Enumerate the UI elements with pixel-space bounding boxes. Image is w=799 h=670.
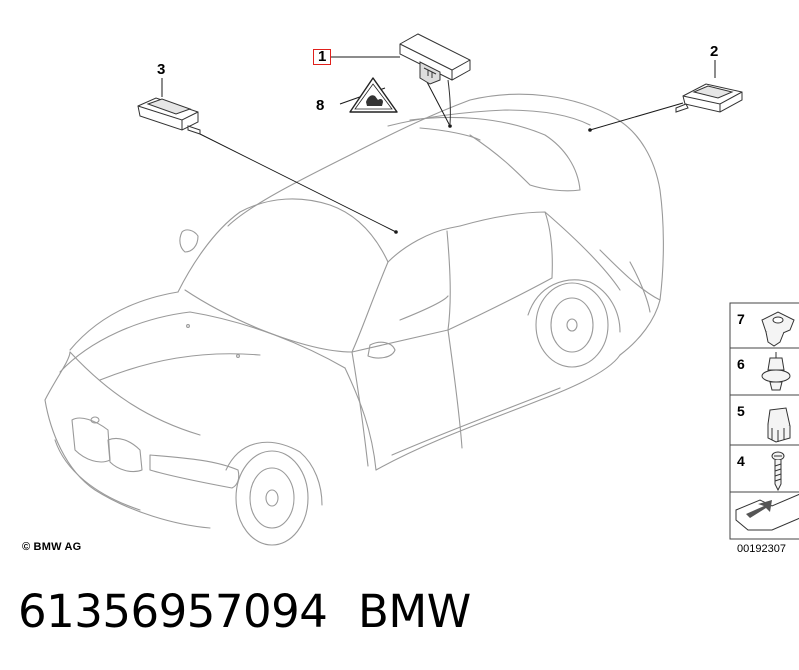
attach-point-1 — [448, 124, 452, 128]
legend-number-7: 7 — [737, 311, 745, 327]
expanding-rivet-icon — [761, 352, 791, 391]
copyright-label: © BMW AG — [22, 541, 82, 553]
legend-number-6: 6 — [737, 356, 745, 372]
sensor-part-left — [137, 97, 201, 135]
screw-icon — [771, 451, 785, 492]
drawing-number: 00192307 — [737, 543, 786, 555]
plastic-nut-icon — [767, 407, 791, 443]
callout-2: 2 — [710, 43, 719, 60]
clip-nut-icon — [761, 311, 795, 347]
brand-caption: BMW — [358, 585, 471, 638]
leader-line-1-to-car — [426, 81, 451, 127]
attach-point-3 — [394, 230, 398, 234]
legend-number-5: 5 — [737, 403, 745, 419]
leader-line-3 — [199, 133, 397, 233]
leader-lines — [161, 56, 716, 233]
car-illustration — [44, 93, 664, 546]
callout-1: 1 — [313, 49, 332, 65]
legend-frame — [729, 302, 799, 540]
part-number-caption: 61356957094 — [18, 585, 328, 638]
sensor-part-right — [675, 83, 743, 113]
callout-8: 8 — [316, 97, 325, 114]
direction-arrow-icon — [735, 493, 799, 531]
callout-3: 3 — [157, 61, 166, 78]
fastener-legend — [729, 302, 799, 540]
legend-number-4: 4 — [737, 453, 745, 469]
control-module-part — [399, 33, 471, 125]
attach-point-2 — [588, 128, 592, 132]
leader-line-2 — [589, 102, 684, 131]
warning-label-part — [349, 77, 398, 113]
